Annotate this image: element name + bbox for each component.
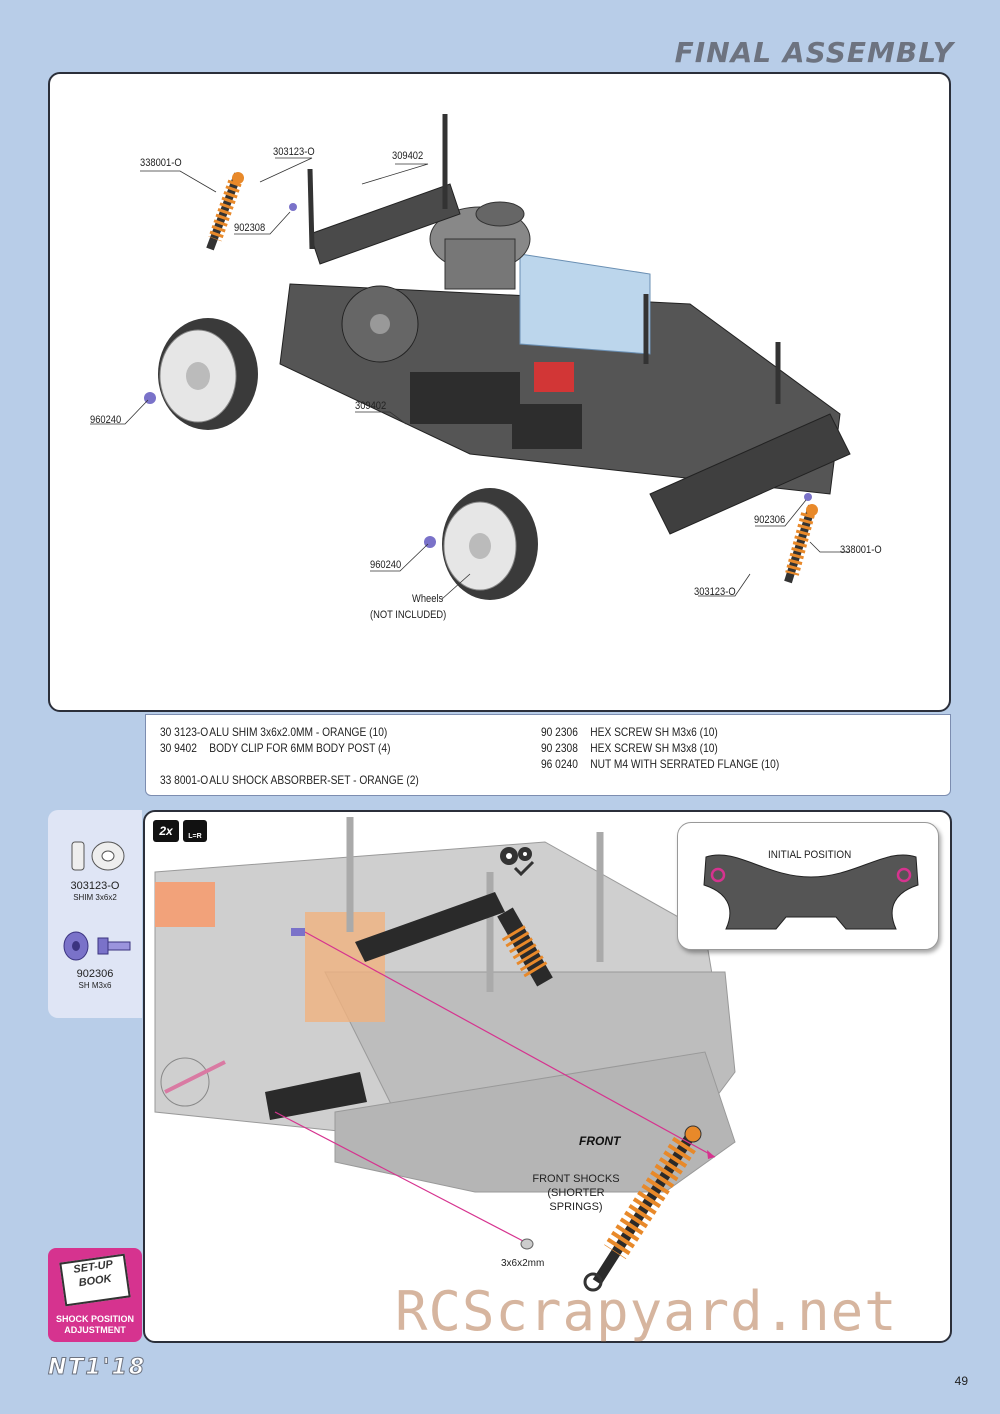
watermark: RCScrapyard.net — [395, 1280, 898, 1343]
shim-small — [520, 1238, 534, 1250]
mounted-shock — [497, 907, 553, 987]
callout-960240-front: 960240 — [370, 559, 402, 571]
side-part-label: 902306 SH M3x6 — [76, 968, 114, 990]
body-mount-plate — [309, 183, 461, 265]
setup-book-caption: SHOCK POSITION ADJUSTMENT — [55, 1314, 134, 1335]
product-logo: NT1'18 — [47, 1355, 147, 1381]
parts-list-row: 30 3123-OALU SHIM 3x6x2.0MM - ORANGE (10… — [160, 725, 388, 739]
quantity-badge: 2x — [153, 820, 179, 842]
callout-338001-o-right: 338001-O — [840, 544, 882, 556]
initial-position-label: INITIAL POSITION — [768, 849, 852, 861]
callout-338001-o-left: 338001-O — [140, 157, 182, 169]
front-shocks-label: FRONT SHOCKS (SHORTER SPRINGS) — [532, 1173, 620, 1213]
callout-902308: 902308 — [234, 222, 266, 234]
shock-tower — [355, 892, 505, 962]
callout-309402-mid: 309402 — [355, 400, 387, 412]
receiver-box — [512, 404, 582, 449]
callout-960240-rear: 960240 — [90, 414, 122, 426]
page-number: 49 — [954, 1374, 968, 1388]
shock-tower-plate — [703, 854, 919, 930]
orange-block — [155, 882, 215, 927]
fuel-tank — [519, 253, 651, 355]
parts-list: 30 3123-OALU SHIM 3x6x2.0MM - ORANGE (10… — [145, 714, 951, 796]
hex-screw-icon — [63, 931, 131, 961]
front-wheel — [442, 488, 538, 600]
shock-mounting-illustration — [154, 817, 736, 1292]
parts-list-row: 33 8001-OALU SHOCK ABSORBER-SET - ORANGE… — [160, 773, 419, 787]
front-bumper — [649, 413, 851, 535]
book-icon: SET-UP BOOK — [59, 1253, 131, 1307]
front-shock-absorber — [784, 504, 818, 584]
shock-mounting-panel: 2x L=R INITIAL POSITION FRONT FRONT SHOC… — [143, 810, 952, 1343]
receiver-red — [534, 362, 574, 392]
page-title: FINAL ASSEMBLY — [674, 36, 954, 69]
callout-303123-o-left: 303123-O — [273, 146, 315, 158]
side-part-label: 303123-O SHIM 3x6x2 — [70, 880, 120, 902]
callout-not-included: (NOT INCLUDED) — [370, 609, 447, 621]
callout-902306: 902306 — [754, 514, 786, 526]
setup-book-badge: SET-UP BOOK SHOCK POSITION ADJUSTMENT — [48, 1248, 142, 1342]
front-label: FRONT — [579, 1134, 621, 1148]
car-exploded-illustration — [90, 114, 851, 600]
loose-front-shock — [583, 1125, 702, 1292]
callout-309402-top: 309402 — [392, 150, 424, 162]
rear-shock-absorber — [206, 172, 244, 251]
left-right-badge: L=R — [183, 820, 207, 842]
callout-wheels: Wheels — [412, 593, 444, 605]
callout-303123-o-right: 303123-O — [694, 586, 736, 598]
rear-wheel — [158, 318, 258, 430]
exploded-view-panel: 338001-O 303123-O 309402 902308 960240 3… — [48, 72, 951, 712]
battery-box — [410, 372, 520, 424]
initial-position-inset: INITIAL POSITION — [677, 822, 939, 950]
side-parts-panel: 303123-O SHIM 3x6x2 902306 SH M3x6 — [48, 810, 142, 1018]
shim-size-label: 3x6x2mm — [501, 1258, 545, 1269]
engine — [429, 201, 531, 290]
lower-arm — [265, 1072, 367, 1120]
shim-icon — [71, 841, 125, 871]
gear-check-icon — [500, 847, 535, 877]
